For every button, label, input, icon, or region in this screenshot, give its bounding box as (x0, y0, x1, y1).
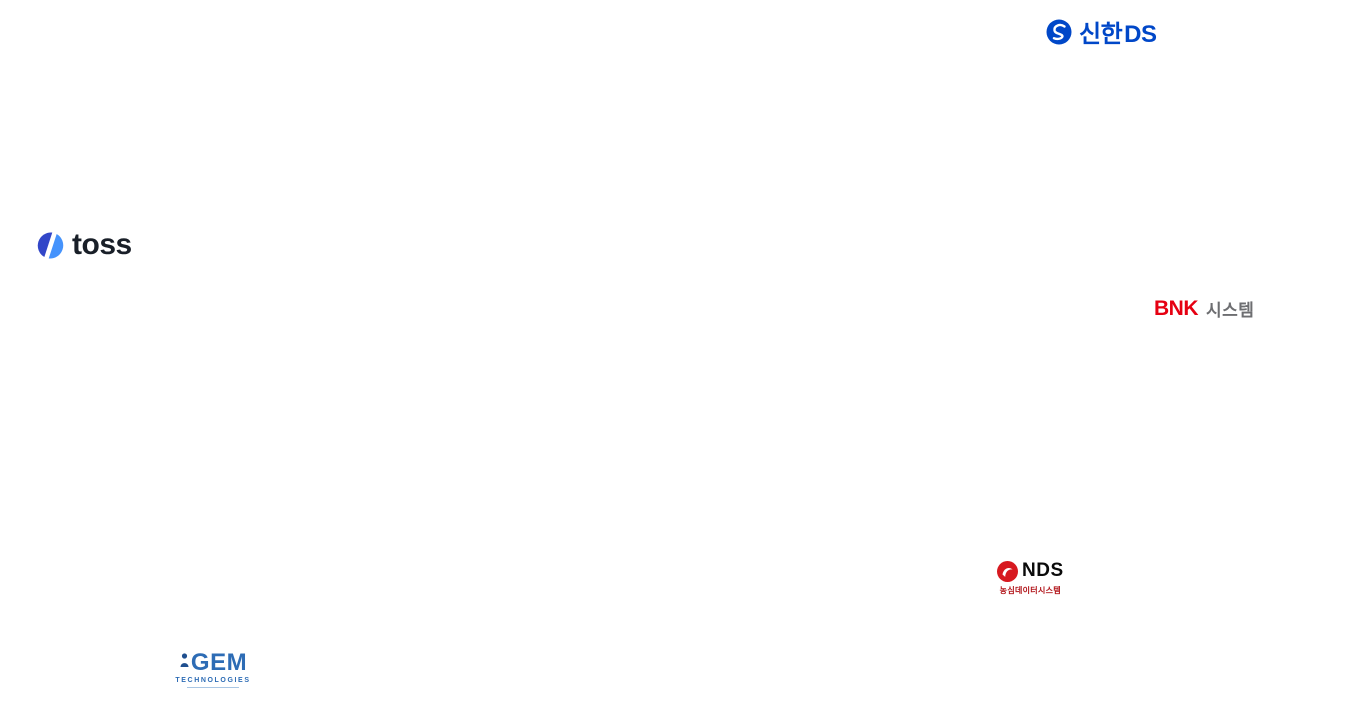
shinhan-ds-korean-text: 신한 (1079, 21, 1123, 48)
gem-subtext: TECHNOLOGIES (175, 677, 251, 684)
bnk-korean-text: 시스템 (1206, 301, 1255, 320)
nds-korean-subtext: 농심데이터시스템 (999, 586, 1061, 595)
shinhan-ds-wordmark: 신한DS (1079, 14, 1157, 49)
logo-toss: toss (35, 228, 132, 262)
gem-person-icon (179, 652, 190, 668)
toss-wordmark: toss (72, 228, 132, 261)
bnk-wordmark: BNK (1154, 296, 1199, 320)
logo-shinhan-ds: 신한DS (1046, 14, 1157, 49)
nds-symbol-icon (997, 560, 1018, 582)
logo-bnk-system: BNK 시스템 (1154, 296, 1254, 321)
gem-wordmark: GEM (190, 649, 248, 676)
logo-nds: NDS 농심데이터시스템 (997, 560, 1064, 596)
gem-tagline-line (187, 687, 239, 688)
nds-wordmark: NDS (1022, 560, 1064, 581)
logo-gem-technologies: GEM TECHNOLOGIES (170, 651, 256, 688)
gem-logo-row: GEM (170, 651, 256, 675)
shinhan-ds-latin-text: DS (1124, 21, 1157, 48)
toss-symbol-icon (35, 230, 66, 261)
nds-logo-row: NDS (997, 560, 1064, 582)
shinhan-symbol-icon (1046, 19, 1072, 45)
